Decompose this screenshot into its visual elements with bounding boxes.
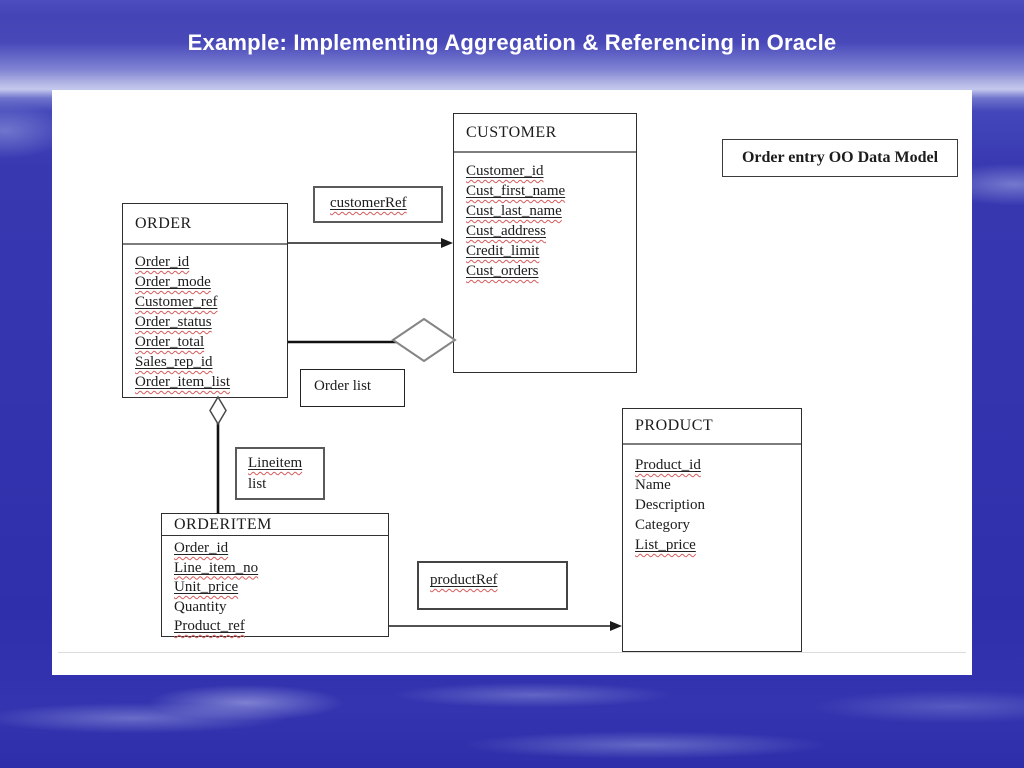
- entity-product: PRODUCT Product_id Name Description Cate…: [622, 408, 802, 652]
- attr-row: Order_id: [174, 540, 229, 556]
- entity-orderitem: ORDERITEM Order_id Line_item_no Unit_pri…: [161, 513, 389, 637]
- diagram-panel: CUSTOMER Customer_id Cust_first_name Cus…: [52, 90, 972, 675]
- entity-product-attrs: Product_id Name Description Category Lis…: [623, 445, 801, 555]
- attr-row: Name: [635, 477, 671, 493]
- entity-customer-attrs: Customer_id Cust_first_name Cust_last_na…: [454, 153, 636, 281]
- attr-row: Order_status: [135, 314, 212, 330]
- aggregation-diamond-customer: [391, 317, 457, 363]
- connector-layer: [209, 238, 622, 631]
- attr-row: Cust_orders: [466, 263, 539, 279]
- attr-row: Line_item_no: [174, 559, 259, 576]
- attr-row: Cust_first_name: [466, 183, 566, 199]
- panel-divider-line: [58, 652, 966, 653]
- label-customer-ref: customerRef: [313, 186, 443, 223]
- attr-row: Order_mode: [135, 274, 211, 290]
- attr-row: Category: [635, 517, 690, 533]
- attr-row: Order_item_list: [135, 374, 230, 390]
- attr-row: List_price: [635, 537, 696, 553]
- attr-row: Unit_price: [174, 579, 239, 595]
- attr-row: Description: [635, 497, 705, 513]
- attr-row: Order_id: [135, 254, 190, 270]
- model-caption-text: Order entry OO Data Model: [741, 149, 939, 166]
- entity-customer: CUSTOMER Customer_id Cust_first_name Cus…: [453, 113, 637, 373]
- label-order-list: Order list: [300, 369, 405, 407]
- model-caption-box: Order entry OO Data Model: [722, 139, 958, 177]
- attr-row: Sales_rep_id: [135, 354, 213, 370]
- aggregation-diamond-order: [209, 395, 227, 426]
- entity-orderitem-title: ORDERITEM: [162, 514, 388, 536]
- attr-row: Order_total: [135, 334, 205, 350]
- attr-row: Cust_last_name: [466, 203, 562, 219]
- customer-ref-arrowhead: [441, 238, 453, 248]
- attr-row: Customer_id: [466, 163, 544, 179]
- attr-row: Customer_ref: [135, 294, 218, 310]
- entity-order: ORDER Order_id Order_mode Customer_ref O…: [122, 203, 288, 398]
- slide-title: Example: Implementing Aggregation & Refe…: [187, 30, 837, 55]
- attr-row: Quantity: [174, 598, 227, 615]
- entity-product-title: PRODUCT: [623, 409, 801, 445]
- label-lineitem-list: Lineitem list: [235, 447, 325, 500]
- product-ref-arrowhead: [610, 621, 622, 631]
- attr-row: Credit_limit: [466, 243, 540, 259]
- attr-row: Product_id: [635, 457, 701, 473]
- attr-row: Cust_address: [466, 223, 546, 239]
- entity-orderitem-attrs: Order_id Line_item_no Unit_price Quantit…: [162, 536, 388, 637]
- entity-customer-title: CUSTOMER: [454, 114, 636, 153]
- label-product-ref: productRef: [417, 561, 568, 610]
- entity-order-title: ORDER: [123, 204, 287, 245]
- entity-order-attrs: Order_id Order_mode Customer_ref Order_s…: [123, 245, 287, 392]
- attr-row: Product_ref: [174, 618, 245, 634]
